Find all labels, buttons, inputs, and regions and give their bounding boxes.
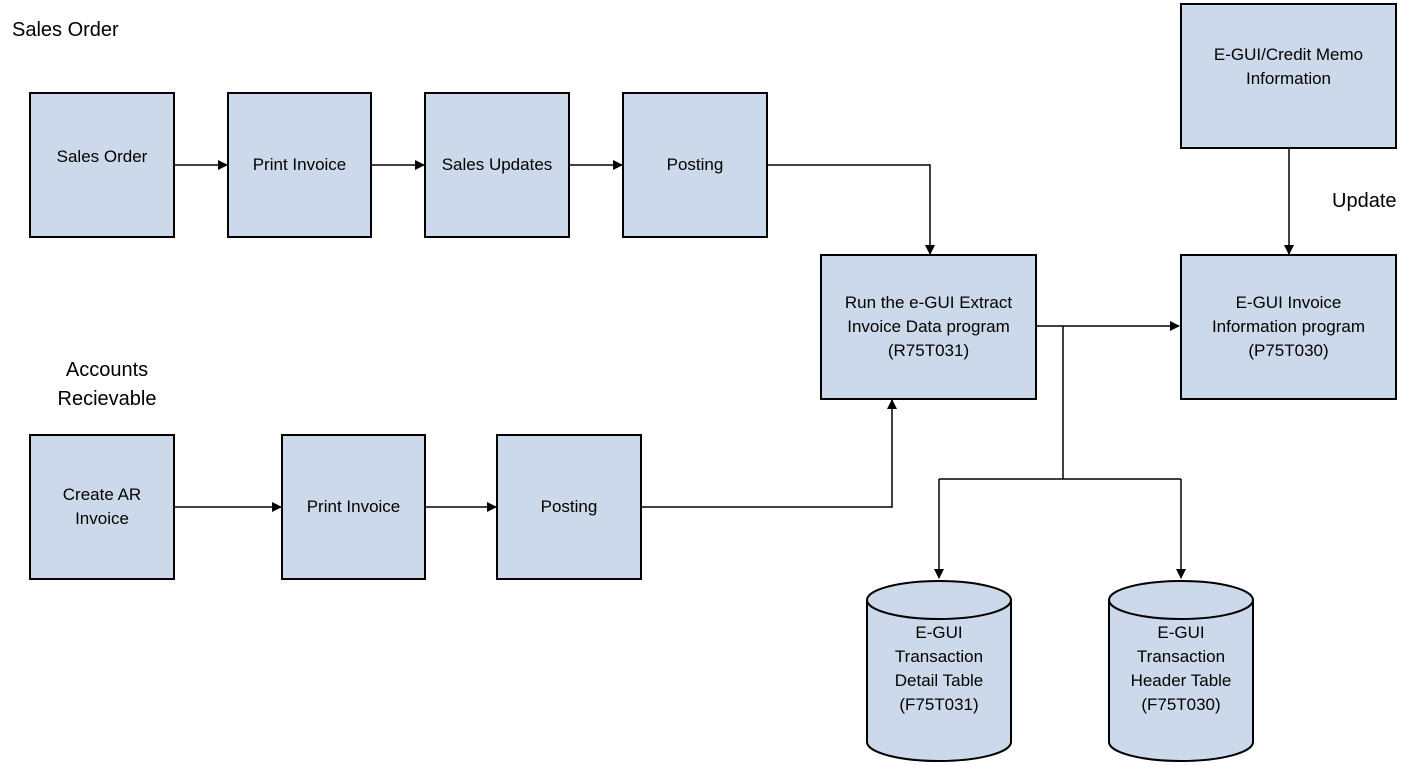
arrow-posting-to-extract-program	[768, 164, 935, 255]
posting-so-box: Posting	[622, 92, 768, 238]
extract-program-box: Run the e-GUI Extract Invoice Data progr…	[820, 254, 1037, 400]
sales-updates-box: Sales Updates	[424, 92, 570, 238]
sales-order-section-label: Sales Order	[12, 19, 119, 41]
posting-ar-box: Posting	[496, 434, 642, 580]
arrow-posting-ar-to-extract-program	[642, 399, 897, 508]
detail-table-label: E-GUI Transaction Detail Table (F75T031)	[894, 623, 984, 714]
create-ar-invoice-box: Create AR Invoice	[29, 434, 175, 580]
detail-table-cylinder	[866, 580, 1012, 762]
invoice-info-program-box: E-GUI Invoice Information program (P75T0…	[1180, 254, 1397, 400]
print-invoice-so-box: Print Invoice	[227, 92, 372, 238]
header-table-label: E-GUI Transaction Header Table (F75T030)	[1130, 623, 1232, 714]
update-label: Update	[1332, 190, 1397, 212]
accounts-receivable-section-label: Accounts Recievable	[57, 359, 157, 410]
header-table-cylinder	[1108, 580, 1254, 762]
print-invoice-ar-box: Print Invoice	[281, 434, 426, 580]
sales-order-box: Sales Order	[29, 92, 175, 238]
credit-memo-info-box: E-GUI/Credit Memo Information	[1180, 3, 1397, 149]
